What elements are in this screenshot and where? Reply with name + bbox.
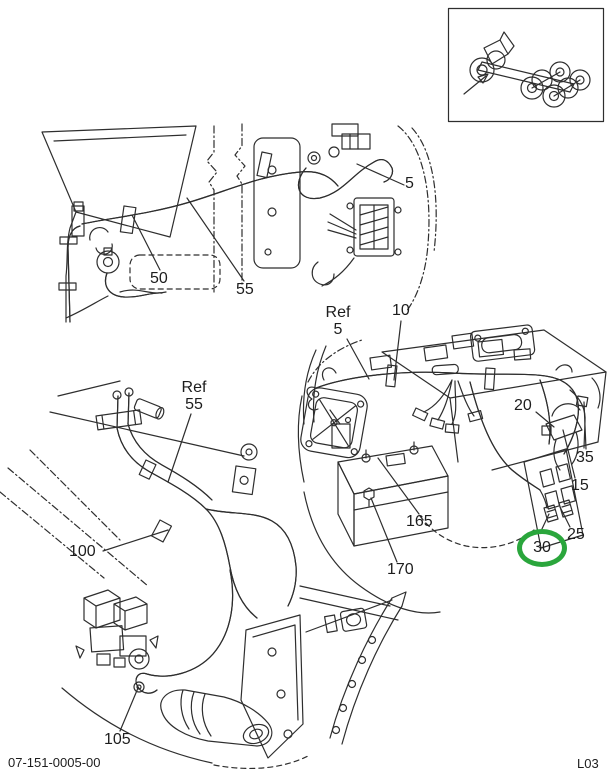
callout-165: 165 (406, 513, 433, 530)
callout-50: 50 (150, 270, 168, 287)
callout-ref-5: Ref 5 (322, 304, 354, 339)
footer-page-code: L03 (577, 756, 599, 771)
callout-5: 5 (405, 175, 414, 192)
callout-leader-lines (102, 163, 587, 732)
drawing-hvac-harness (297, 324, 607, 745)
callout-20: 20 (514, 397, 532, 414)
highlight-circle-30: 30 (517, 529, 567, 567)
callout-ref-5-number: 5 (333, 320, 343, 338)
footer-document-number: 07-151-0005-00 (8, 755, 101, 770)
callout-ref-55: Ref 55 (176, 379, 212, 414)
callout-30: 30 (533, 538, 551, 556)
callout-25: 25 (567, 526, 585, 543)
drawing-engine-harness (0, 380, 309, 770)
callout-170: 170 (387, 561, 414, 578)
callout-100: 100 (69, 543, 96, 560)
callout-ref-5-prefix: Ref (325, 304, 351, 321)
callout-ref-55-prefix: Ref (181, 379, 207, 396)
callout-10: 10 (392, 302, 410, 319)
drawing-cab-harness (41, 123, 437, 323)
callout-15: 15 (571, 477, 589, 494)
callout-105: 105 (104, 731, 131, 748)
truck-chassis-icon (463, 31, 591, 108)
callout-35: 35 (576, 449, 594, 466)
callout-55: 55 (236, 281, 254, 298)
callout-ref-55-number: 55 (185, 395, 203, 413)
inset-locator-box (447, 7, 605, 123)
